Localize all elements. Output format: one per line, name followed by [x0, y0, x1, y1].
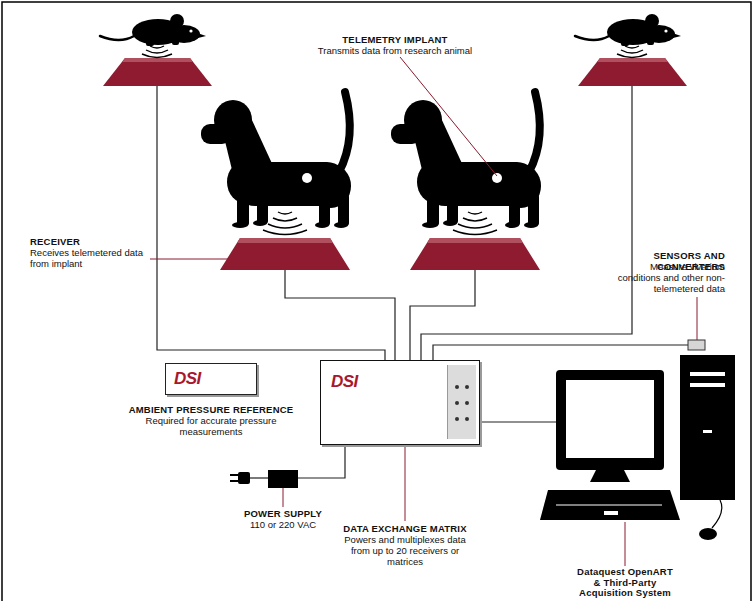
callout-text: 110 or 220 VAC: [228, 519, 338, 530]
callout-text: Measure vivarium conditions and other no…: [615, 261, 725, 294]
drive-slot: [690, 372, 725, 376]
power-wire: [298, 445, 345, 478]
matrix-device-node: DSI: [320, 360, 480, 445]
sensor-wire: [433, 345, 688, 360]
signal-waves: [263, 212, 307, 235]
keyboard: [540, 490, 680, 520]
port-dot: [455, 401, 459, 405]
monitor-frame: [556, 370, 664, 470]
implant-dot: [302, 173, 312, 183]
receiver-plate: [578, 58, 687, 86]
drive-slot: [690, 383, 725, 387]
callout-heading: POWER SUPPLY: [228, 508, 338, 519]
callout-heading: TELEMETRY IMPLANT: [295, 34, 495, 45]
device-caption: AMBIENT PRESSURE REFERENCERequired for a…: [115, 404, 307, 437]
receiver-highlight: [427, 238, 523, 243]
port-dot: [465, 417, 469, 421]
brand-logo: DSI: [174, 370, 201, 388]
port-dot: [455, 417, 459, 421]
leader-line: [150, 259, 228, 260]
signal-waves: [142, 46, 172, 58]
receiver-wire: [285, 270, 395, 360]
signal-waves: [453, 212, 497, 235]
power-cord: [250, 477, 268, 478]
signal-waves: [142, 46, 647, 235]
callout-heading: Dataquest OpenART & Third-Party Acquisit…: [573, 567, 677, 599]
reference-device-node: DSI AMBIENT PRESSURE REFERENCERequired fo…: [115, 363, 307, 435]
leader-line: [625, 522, 626, 566]
computer-mouse: [699, 528, 717, 540]
callout-text: Powers and multiplexes data from up to 2…: [344, 534, 466, 567]
dog-silhouette: [391, 92, 541, 228]
receiver-plate: [103, 58, 212, 86]
port-panel: [447, 365, 476, 439]
device-heading: AMBIENT PRESSURE REFERENCE: [115, 404, 307, 415]
implant-dot: [492, 173, 502, 183]
power-adapter: [268, 470, 298, 488]
computer-wire: [480, 421, 556, 422]
device-box: DSI: [165, 363, 257, 395]
power-button: [703, 430, 712, 433]
callout-text: Transmits data from research animal: [295, 45, 495, 56]
callout-text: Receives telemetered data from implant: [30, 247, 162, 269]
receiver-wire: [410, 270, 475, 360]
receiver-plate: [220, 238, 350, 270]
keyboard-line: [556, 505, 662, 506]
power-plug: [238, 472, 250, 484]
leader-line: [405, 445, 406, 521]
leader-line: [697, 297, 698, 340]
callout-heading: RECEIVER: [30, 236, 162, 247]
keyboard-key: [604, 511, 618, 515]
receiver-highlight: [237, 238, 333, 243]
port-dot: [465, 385, 469, 389]
brand-logo: DSI: [331, 373, 358, 391]
device-description: Required for accurate pressure measureme…: [131, 415, 291, 437]
receiver-wire: [157, 86, 385, 360]
dog-silhouette: [201, 92, 351, 228]
receiver-highlight: [597, 58, 668, 62]
mouse-silhouette: [100, 14, 206, 46]
leader-lines: [150, 57, 697, 566]
computer-tower: [680, 355, 735, 500]
port-dot: [455, 385, 459, 389]
signal-waves: [617, 46, 647, 58]
port-dot: [465, 401, 469, 405]
monitor-screen: [566, 380, 654, 458]
sensor-box: [688, 340, 705, 350]
plug-prongs: [230, 475, 238, 481]
mouse-silhouette: [575, 14, 681, 46]
leader-line: [283, 488, 284, 507]
leader-line: [400, 57, 497, 176]
receiver-highlight: [122, 58, 193, 62]
receiver-plate: [410, 238, 540, 270]
callout-heading: DATA EXCHANGE MATRIX: [325, 523, 485, 534]
mouse-cable: [712, 500, 722, 528]
monitor-stand: [590, 470, 630, 482]
